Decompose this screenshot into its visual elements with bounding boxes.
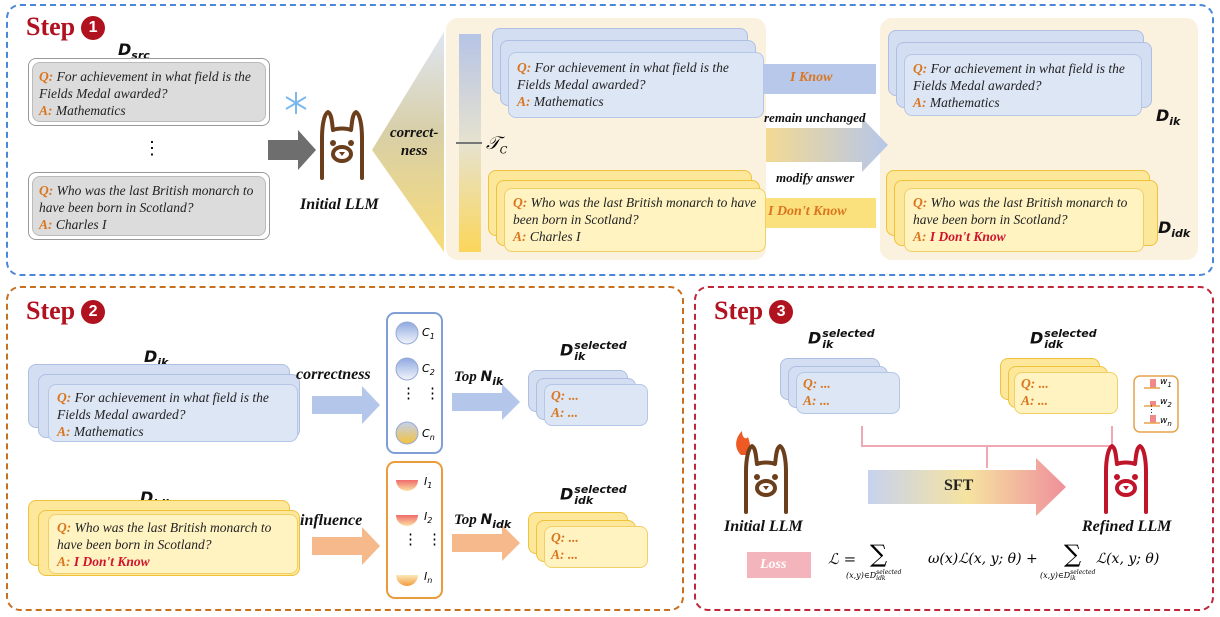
remain-unchanged-label: remain unchanged (764, 110, 866, 125)
c-ellipsis: ⋮ (401, 384, 416, 402)
step2-number: 2 (81, 300, 106, 324)
w2-label: w2 (1160, 397, 1172, 409)
src-qa-1: Q: For achievement in what field is the … (32, 62, 266, 122)
c1-label: C1 (422, 326, 435, 342)
correctness-fan-label: correct-ness (390, 125, 439, 159)
top-nidk-arrow (452, 525, 520, 561)
w-ellipsis: ⋮ (1147, 405, 1156, 415)
influence-label: influence (300, 512, 363, 529)
formula-term1: ω(x)ℒ(x, y; θ) + (928, 551, 1038, 567)
step3-selected-idk-card: Q: ...A: ... (1014, 372, 1118, 414)
influence-arrow (312, 527, 380, 565)
c2-label: C2 (422, 362, 435, 378)
step2-ik-card: Q: For achievement in what field is the … (48, 384, 298, 442)
sum-symbol-1: ∑ (870, 540, 888, 568)
i-dont-know-box (762, 198, 876, 228)
initial-llm-label: Initial LLM (300, 196, 379, 213)
i-ellipsis: ⋮ (403, 530, 418, 548)
correctness-fan (372, 32, 444, 252)
initial-llm-llama-icon-step3 (744, 444, 788, 514)
step1-number: 1 (81, 16, 106, 40)
i-know-box (762, 64, 876, 94)
step3-frame (694, 286, 1214, 611)
d-idk-card: Q: Who was the last British monarch to h… (904, 188, 1144, 252)
step2-frame (6, 286, 684, 611)
step3-number: 3 (769, 300, 794, 324)
step3-selected-ik-card: Q: ...A: ... (796, 372, 900, 414)
refined-llm-llama-icon (1104, 444, 1148, 514)
modify-answer-label: modify answer (776, 170, 855, 185)
i2-label: I2 (424, 510, 433, 526)
ik-candidate-card: Q: For achievement in what field is the … (508, 52, 764, 118)
i1-label: I1 (424, 475, 433, 491)
in-label: In (424, 570, 433, 586)
influence-scores-box (386, 461, 443, 599)
d-idk-label: Didk (1158, 218, 1191, 241)
formula-term2: ℒ(x, y; θ) (1096, 551, 1160, 567)
sum-symbol-2: ∑ (1064, 540, 1082, 568)
influence-shape-2 (396, 515, 418, 526)
sft-arrow (868, 458, 1066, 516)
influence-shape-n (396, 575, 418, 586)
step1-frame (6, 4, 1214, 276)
wn-label: wn (1160, 416, 1172, 428)
idk-candidate-card: Q: Who was the last British monarch to h… (504, 188, 766, 252)
input-arrow (268, 130, 316, 170)
i-know-label: I Know (790, 70, 833, 85)
w1-label: w1 (1160, 377, 1172, 389)
i-dont-know-label: I Don't Know (768, 204, 847, 219)
correctness-arrow (312, 386, 380, 424)
src-qa-2: Q: Who was the last British monarch to h… (32, 176, 266, 236)
correctness-label: correctness (296, 366, 371, 383)
refined-llm-label: Refined LLM (1082, 518, 1172, 535)
d-ik-label: Dik (1156, 106, 1181, 129)
frozen-snowflake-icon (285, 92, 307, 114)
d-ik-card: Q: For achievement in what field is the … (904, 54, 1142, 116)
sft-label: SFT (944, 477, 974, 494)
step2-selected-idk-card: Q: ...A: ... (544, 526, 648, 568)
influence-shape-1 (396, 480, 418, 491)
step2-idk-card: Q: Who was the last British monarch to h… (48, 514, 298, 574)
initial-llm-llama-icon (320, 110, 364, 180)
trainable-fire-icon (736, 431, 751, 455)
src-ellipsis: ⋮ (143, 138, 161, 159)
loss-formula: ℒ = (828, 550, 857, 568)
loss-label: Loss (760, 557, 787, 572)
transform-arrow (766, 118, 888, 172)
step2-selected-ik-card: Q: ...A: ... (544, 384, 648, 426)
correctness-scores-box (386, 312, 443, 454)
step3-initial-llm-label: Initial LLM (724, 518, 803, 535)
top-nidk-label: Top Nidk (454, 512, 512, 531)
threshold-label: 𝒯C (486, 133, 508, 157)
step2-d-ik-label: Dik (144, 347, 169, 370)
top-nik-arrow (452, 384, 520, 420)
top-nik-label: Top Nik (454, 369, 504, 388)
loss-box (747, 552, 811, 578)
cn-label: Cn (422, 427, 435, 443)
